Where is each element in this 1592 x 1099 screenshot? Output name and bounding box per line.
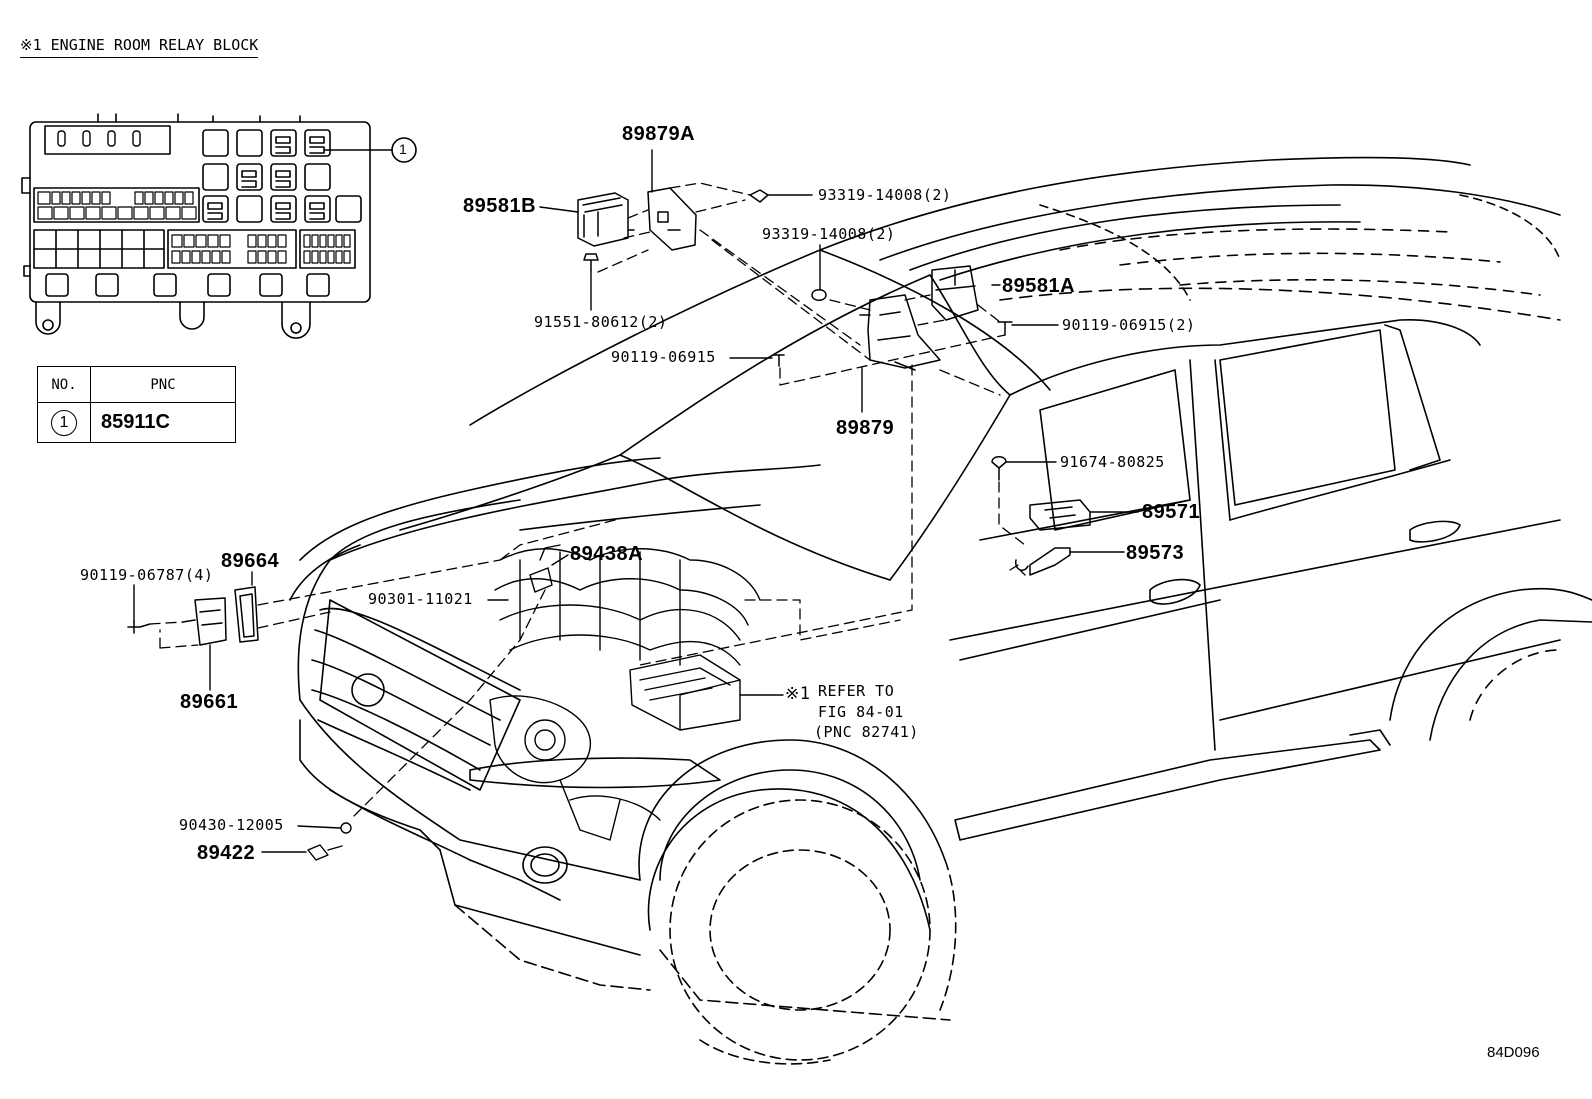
bolt-93319-top: 93319-14008(2): [818, 186, 952, 204]
part-90301: 90301-11021: [368, 590, 473, 608]
part-89879A: 89879A: [622, 123, 696, 145]
refer-line-2: FIG 84-01: [818, 703, 904, 721]
engine-drawing: [307, 544, 761, 861]
part-89879: 89879: [836, 417, 895, 439]
bolt-90119-06915: 90119-06915: [611, 348, 716, 366]
part-89661: 89661: [180, 691, 239, 713]
bolt-91551: 91551-80612(2): [534, 313, 668, 331]
dashed-assembly-lines: [149, 182, 1026, 821]
refer-mark: ※1: [785, 684, 811, 704]
vehicle-outline: [289, 156, 1592, 1065]
table-header-pnc: PNC: [90, 366, 236, 403]
relay-block-title: ※1 ENGINE ROOM RELAY BLOCK: [20, 38, 259, 58]
refer-line-1: REFER TO: [818, 682, 895, 700]
part-89571: 89571: [1142, 501, 1201, 523]
bolt-90119-06787: 90119-06787(4): [80, 566, 214, 584]
refer-line-3: (PNC 82741): [814, 723, 919, 741]
bolt-93319-mid: 93319-14008(2): [762, 225, 896, 243]
component-drawings: [127, 187, 1091, 646]
part-89581B: 89581B: [463, 195, 537, 217]
bolt-90119-06915-2: 90119-06915(2): [1062, 316, 1196, 334]
part-90430: 90430-12005: [179, 816, 284, 834]
part-89581A: 89581A: [1002, 275, 1076, 297]
table-row-pnc: 85911C: [101, 411, 170, 433]
bolt-91674: 91674-80825: [1060, 453, 1165, 471]
leader-lines: [133, 149, 1139, 853]
table-header-no: NO.: [37, 366, 91, 403]
figure-code: 84D096: [1487, 1044, 1540, 1061]
relay-callout-number: 1: [399, 141, 408, 157]
table-row: 1 85911C: [37, 402, 236, 443]
part-89422: 89422: [197, 842, 256, 864]
part-89664: 89664: [221, 550, 280, 572]
part-89573: 89573: [1126, 542, 1185, 564]
table-row-number: 1: [51, 409, 77, 436]
relay-block-drawing: [21, 113, 417, 339]
part-89438A: 89438A: [570, 543, 644, 565]
pnc-table: NO. PNC 1 85911C: [37, 366, 236, 443]
